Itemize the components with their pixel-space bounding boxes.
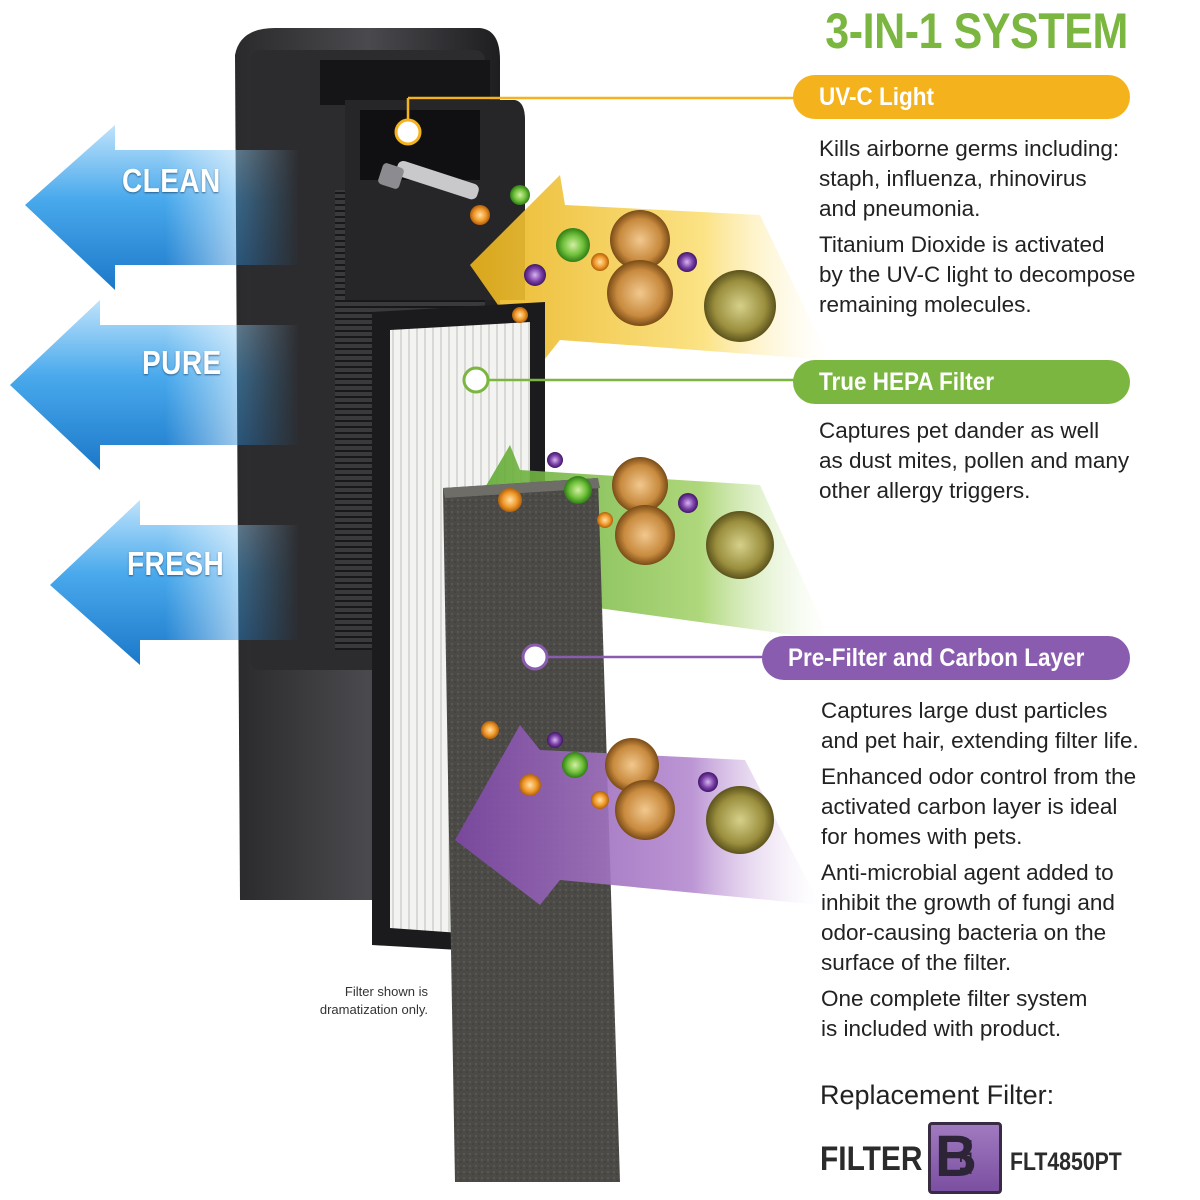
carbon-layer-heading: Pre-Filter and Carbon Layer [762, 636, 1130, 680]
dramatization-note: Filter shown is dramatization only. [319, 984, 428, 1017]
uv-light-heading: UV-C Light [793, 75, 1130, 119]
uv-paragraph: Titanium Dioxide is activated by the UV-… [819, 232, 1136, 317]
carbon-paragraph: One complete filter system is included w… [821, 986, 1088, 1041]
hepa-filter-heading-text: True HEPA Filter [819, 367, 995, 396]
uv-bulb [378, 160, 479, 200]
hepa-filter-heading: True HEPA Filter [793, 360, 1130, 404]
arrow-fresh [50, 500, 300, 665]
page-title: 3-IN-1 SYSTEM [825, 3, 1128, 59]
badge-pet-text: PET [956, 1139, 975, 1176]
uv-paragraph: Kills airborne germs including: staph, i… [819, 136, 1120, 221]
arrow-label-fresh: FRESH [127, 545, 225, 582]
particles-hepa [498, 452, 774, 579]
filter-model-number: FLT4850PT [1010, 1148, 1122, 1176]
connector-uv [394, 96, 810, 146]
connector-hepa [462, 366, 810, 394]
hepa-paragraph: Captures pet dander as well as dust mite… [819, 418, 1130, 503]
carbon-paragraph: Enhanced odor control from the activated… [821, 764, 1137, 849]
particles-uv [470, 185, 776, 342]
filter-brand-word: FILTER [820, 1140, 923, 1178]
hepa-filter-description: Captures pet dander as well as dust mite… [819, 416, 1179, 512]
carbon-layer-heading-text: Pre-Filter and Carbon Layer [788, 643, 1085, 672]
carbon-paragraph: Anti-microbial agent added to inhibit th… [821, 860, 1115, 975]
arrow-pure [10, 300, 300, 470]
arrow-label-pure: PURE [142, 344, 222, 381]
uv-light-heading-text: UV-C Light [819, 82, 934, 111]
badge-letter: B [935, 1124, 977, 1189]
uv-light-description: Kills airborne germs including: staph, i… [819, 134, 1179, 326]
particles-carbon [481, 721, 774, 854]
connector-carbon [521, 643, 780, 671]
replacement-filter-label: Replacement Filter: [820, 1080, 1055, 1110]
carbon-paragraph: Captures large dust particles and pet ha… [821, 698, 1139, 753]
carbon-layer-description: Captures large dust particles and pet ha… [821, 696, 1181, 1050]
arrow-clean [25, 125, 300, 290]
filter-b-pet-badge: B PET [928, 1122, 1002, 1194]
arrow-label-clean: CLEAN [122, 162, 221, 199]
